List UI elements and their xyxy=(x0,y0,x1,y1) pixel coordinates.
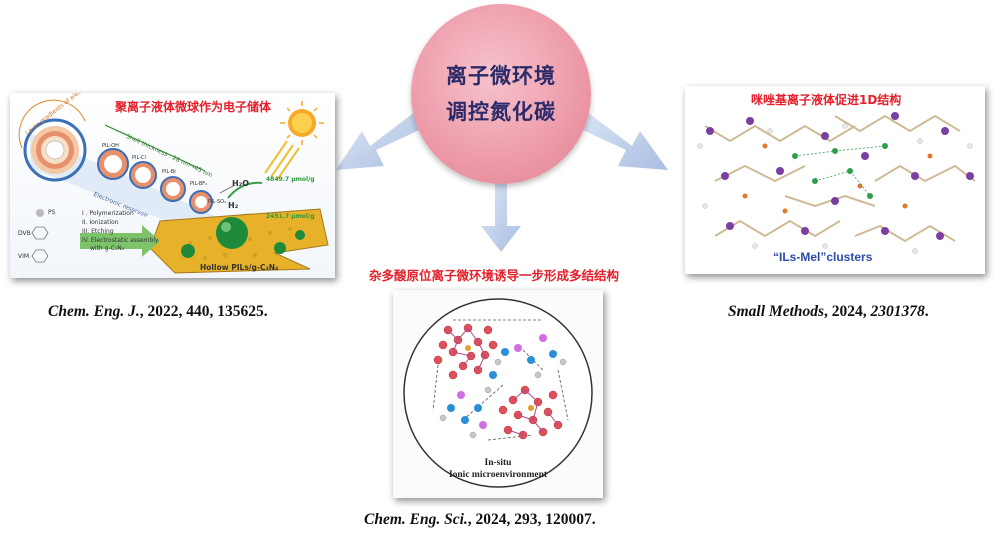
rate-label-1: 4849.7 μmol/g xyxy=(266,176,315,183)
shell-spheres xyxy=(23,118,213,214)
ils-mel-label: “ILs-Mel”clusters xyxy=(773,250,873,264)
sun-icon xyxy=(280,101,324,145)
step-4b: with g-C₃N₄ xyxy=(90,245,125,252)
bottom-citation-rest: , 2024, 293, 120007. xyxy=(467,511,596,528)
right-citation-journal: Small Methods xyxy=(728,303,825,320)
shell-label-1: PIL-OH xyxy=(102,143,119,149)
bottom-figure-panel: In-situ Ionic microenvironment xyxy=(393,290,603,498)
step-4: IV. Electrostatic assembly xyxy=(82,237,159,244)
step-1: I . Polymerization xyxy=(82,210,134,217)
shell-label-5: PIL-SO₄ xyxy=(208,199,227,205)
arrow-down xyxy=(481,176,521,252)
right-citation-rest: , 2024, xyxy=(824,303,871,320)
product-label: Hollow PILs/g-C₃N₄ xyxy=(200,263,279,272)
left-citation: Chem. Eng. J., 2022, 440, 135625. xyxy=(48,303,268,321)
arrow-right xyxy=(574,108,668,170)
process-arrow xyxy=(80,225,160,257)
step-3: III. Etching xyxy=(82,228,114,235)
right-panel-title: 咪唑基离子液体促进1D结构 xyxy=(751,93,902,107)
bottom-citation: Chem. Eng. Sci., 2024, 293, 120007. xyxy=(364,511,596,529)
rate-label-2: 2451.7 μmol/g xyxy=(266,213,315,220)
left-figure-panel: 聚离子液体微球作为电子储体 Layer gradients of electro… xyxy=(10,93,335,278)
ils-mel-cluster-illustration xyxy=(697,112,976,254)
left-citation-rest: , 2022, 440, 135625. xyxy=(139,303,268,320)
shell-label-3: PIL-Br xyxy=(162,169,177,175)
polyoxometalate-illustration xyxy=(403,298,593,488)
ionic-microenvironment-label: Ionic microenvironment xyxy=(448,470,548,480)
legend-dvb: DVB xyxy=(18,230,31,237)
right-citation: Small Methods, 2024, 2301378. xyxy=(728,303,929,321)
h2o-label: H₂O xyxy=(232,179,249,188)
shell-label-2: PIL-Cl xyxy=(132,155,146,161)
bottom-panel-title: 杂多酸原位离子微环境诱导一步形成多结结构 xyxy=(369,268,620,283)
left-citation-journal: Chem. Eng. J. xyxy=(48,303,140,320)
right-citation-end: . xyxy=(924,303,929,320)
h2-label: H₂ xyxy=(228,201,239,210)
right-figure-panel: 咪唑基离子液体促进1D结构 xyxy=(685,86,985,274)
shell-label-4: PIL-BF₄ xyxy=(190,181,208,187)
center-title-line2: 调控氮化碳 xyxy=(446,100,556,124)
legend-vim: VIM xyxy=(18,253,30,260)
arrow-left xyxy=(336,108,428,170)
center-title-line1: 离子微环境 xyxy=(446,64,556,88)
in-situ-label: In-situ xyxy=(484,458,512,468)
hollow-pils-illustration xyxy=(18,99,329,274)
bottom-citation-journal: Chem. Eng. Sci. xyxy=(364,511,468,528)
right-citation-number: 2301378 xyxy=(870,303,925,320)
step-2: II. Ionization xyxy=(82,219,119,226)
left-panel-title: 聚离子液体微球作为电子储体 xyxy=(115,100,272,114)
center-topic-circle: 离子微环境 调控氮化碳 xyxy=(411,4,591,184)
legend-ps: PS xyxy=(48,209,56,216)
